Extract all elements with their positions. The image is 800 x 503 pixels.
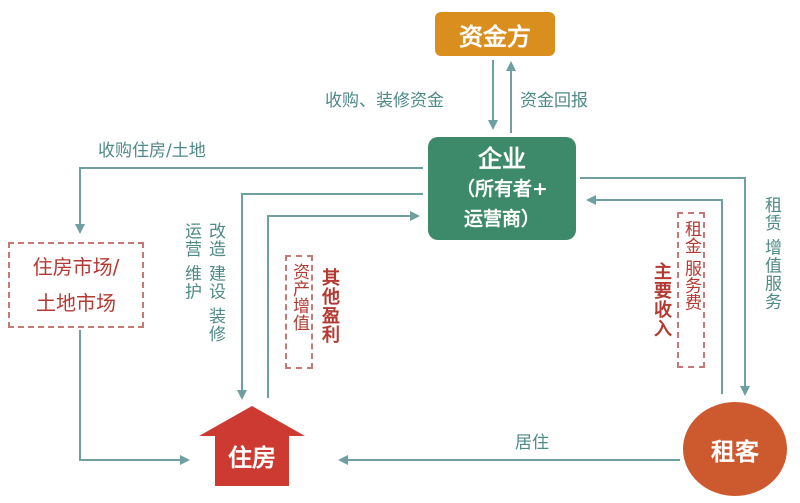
enterprise-subtitle-1: （所有者+ (456, 177, 548, 200)
other-income-box: 资产增值 (285, 255, 313, 369)
edge-label-reside: 居住 (515, 433, 549, 453)
edge-label-funding-down: 收购、装修资金 (325, 91, 444, 111)
other-income-label: 其他盈利 (319, 268, 340, 344)
main-income-items: 租金 服务费 (681, 220, 701, 311)
enterprise-node: 企业 （所有者+ 运营商） (428, 137, 576, 240)
main-income-box: 租金 服务费 (677, 212, 705, 368)
edge-label-acquire: 收购住房/土地 (98, 141, 206, 161)
funder-label: 资金方 (459, 22, 531, 51)
arrow-renovate (237, 193, 423, 400)
enterprise-title: 企业 (478, 144, 526, 173)
market-node: 住房市场/ 土地市场 (8, 242, 144, 328)
house-icon (199, 406, 305, 486)
edge-label-renovate: 改造 建设 装修 (205, 222, 225, 343)
housing-node: 住房 (197, 404, 307, 488)
arrow-acquire (75, 167, 423, 234)
arrow-appreciation (267, 211, 420, 398)
main-income-label: 主要收入 (651, 262, 672, 338)
tenant-node: 租客 (683, 402, 787, 496)
edge-label-operate: 运营 维护 (181, 222, 201, 301)
market-label-1: 住房市场/ (32, 255, 120, 279)
arrow-market-housing (79, 330, 190, 465)
market-label-2: 土地市场 (36, 291, 116, 315)
funder-node: 资金方 (435, 12, 555, 56)
enterprise-subtitle-2: 运营商） (463, 207, 540, 230)
edge-label-rent-services: 租赁 增值服务 (761, 196, 781, 311)
edge-label-funding-up: 资金回报 (520, 91, 588, 111)
other-income-items: 资产增值 (289, 263, 309, 331)
arrow-rent-services (580, 177, 750, 396)
arrow-rent-income (586, 195, 723, 394)
housing-label: 住房 (228, 444, 276, 472)
tenant-label: 租客 (711, 437, 759, 466)
